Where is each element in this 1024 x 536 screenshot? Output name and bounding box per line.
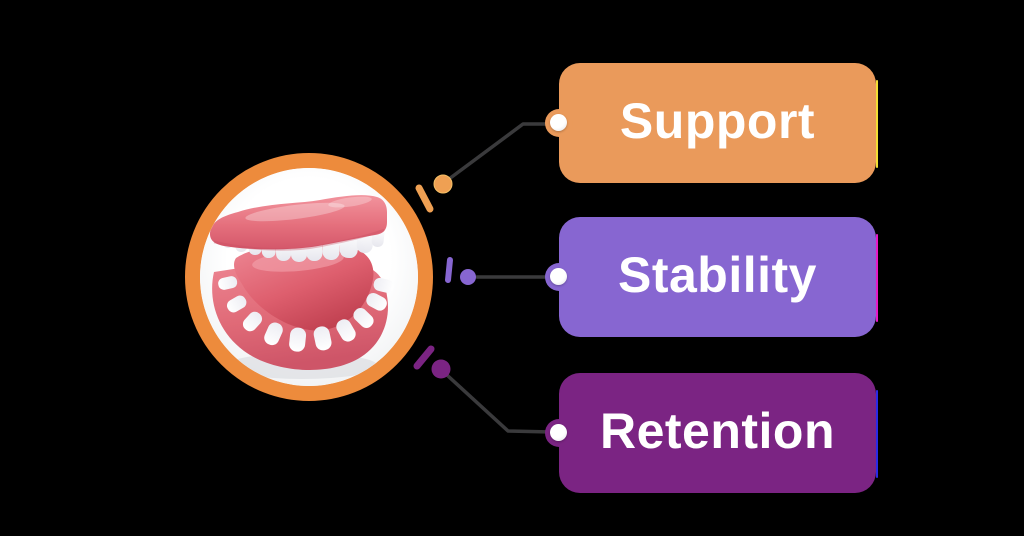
card-edge-accent	[876, 234, 878, 322]
tick-mark-support	[415, 184, 434, 213]
dentures-3d-illustration	[200, 168, 418, 386]
white-anchor-dot	[550, 114, 567, 131]
connector-dot-retention	[431, 359, 451, 379]
connector-dot-support	[433, 174, 453, 194]
connector-line-support	[447, 122, 554, 181]
connector-line-retention	[446, 374, 554, 434]
white-anchor-dot	[550, 424, 567, 441]
label-text-stability: Stability	[618, 247, 817, 303]
connector-dot-stability	[460, 269, 476, 285]
denture-circle-badge	[185, 153, 433, 401]
tick-mark-stability	[445, 257, 453, 283]
tick-mark-retention	[413, 345, 435, 370]
white-anchor-dot	[550, 268, 567, 285]
label-text-support: Support	[619, 93, 816, 149]
label-card-retention: Retention	[545, 373, 878, 493]
label-text-retention: Retention	[599, 403, 836, 459]
label-card-stability: Stability	[545, 217, 878, 337]
card-edge-accent	[876, 80, 878, 168]
card-edge-accent	[876, 390, 878, 478]
label-card-support: Support	[545, 63, 878, 183]
